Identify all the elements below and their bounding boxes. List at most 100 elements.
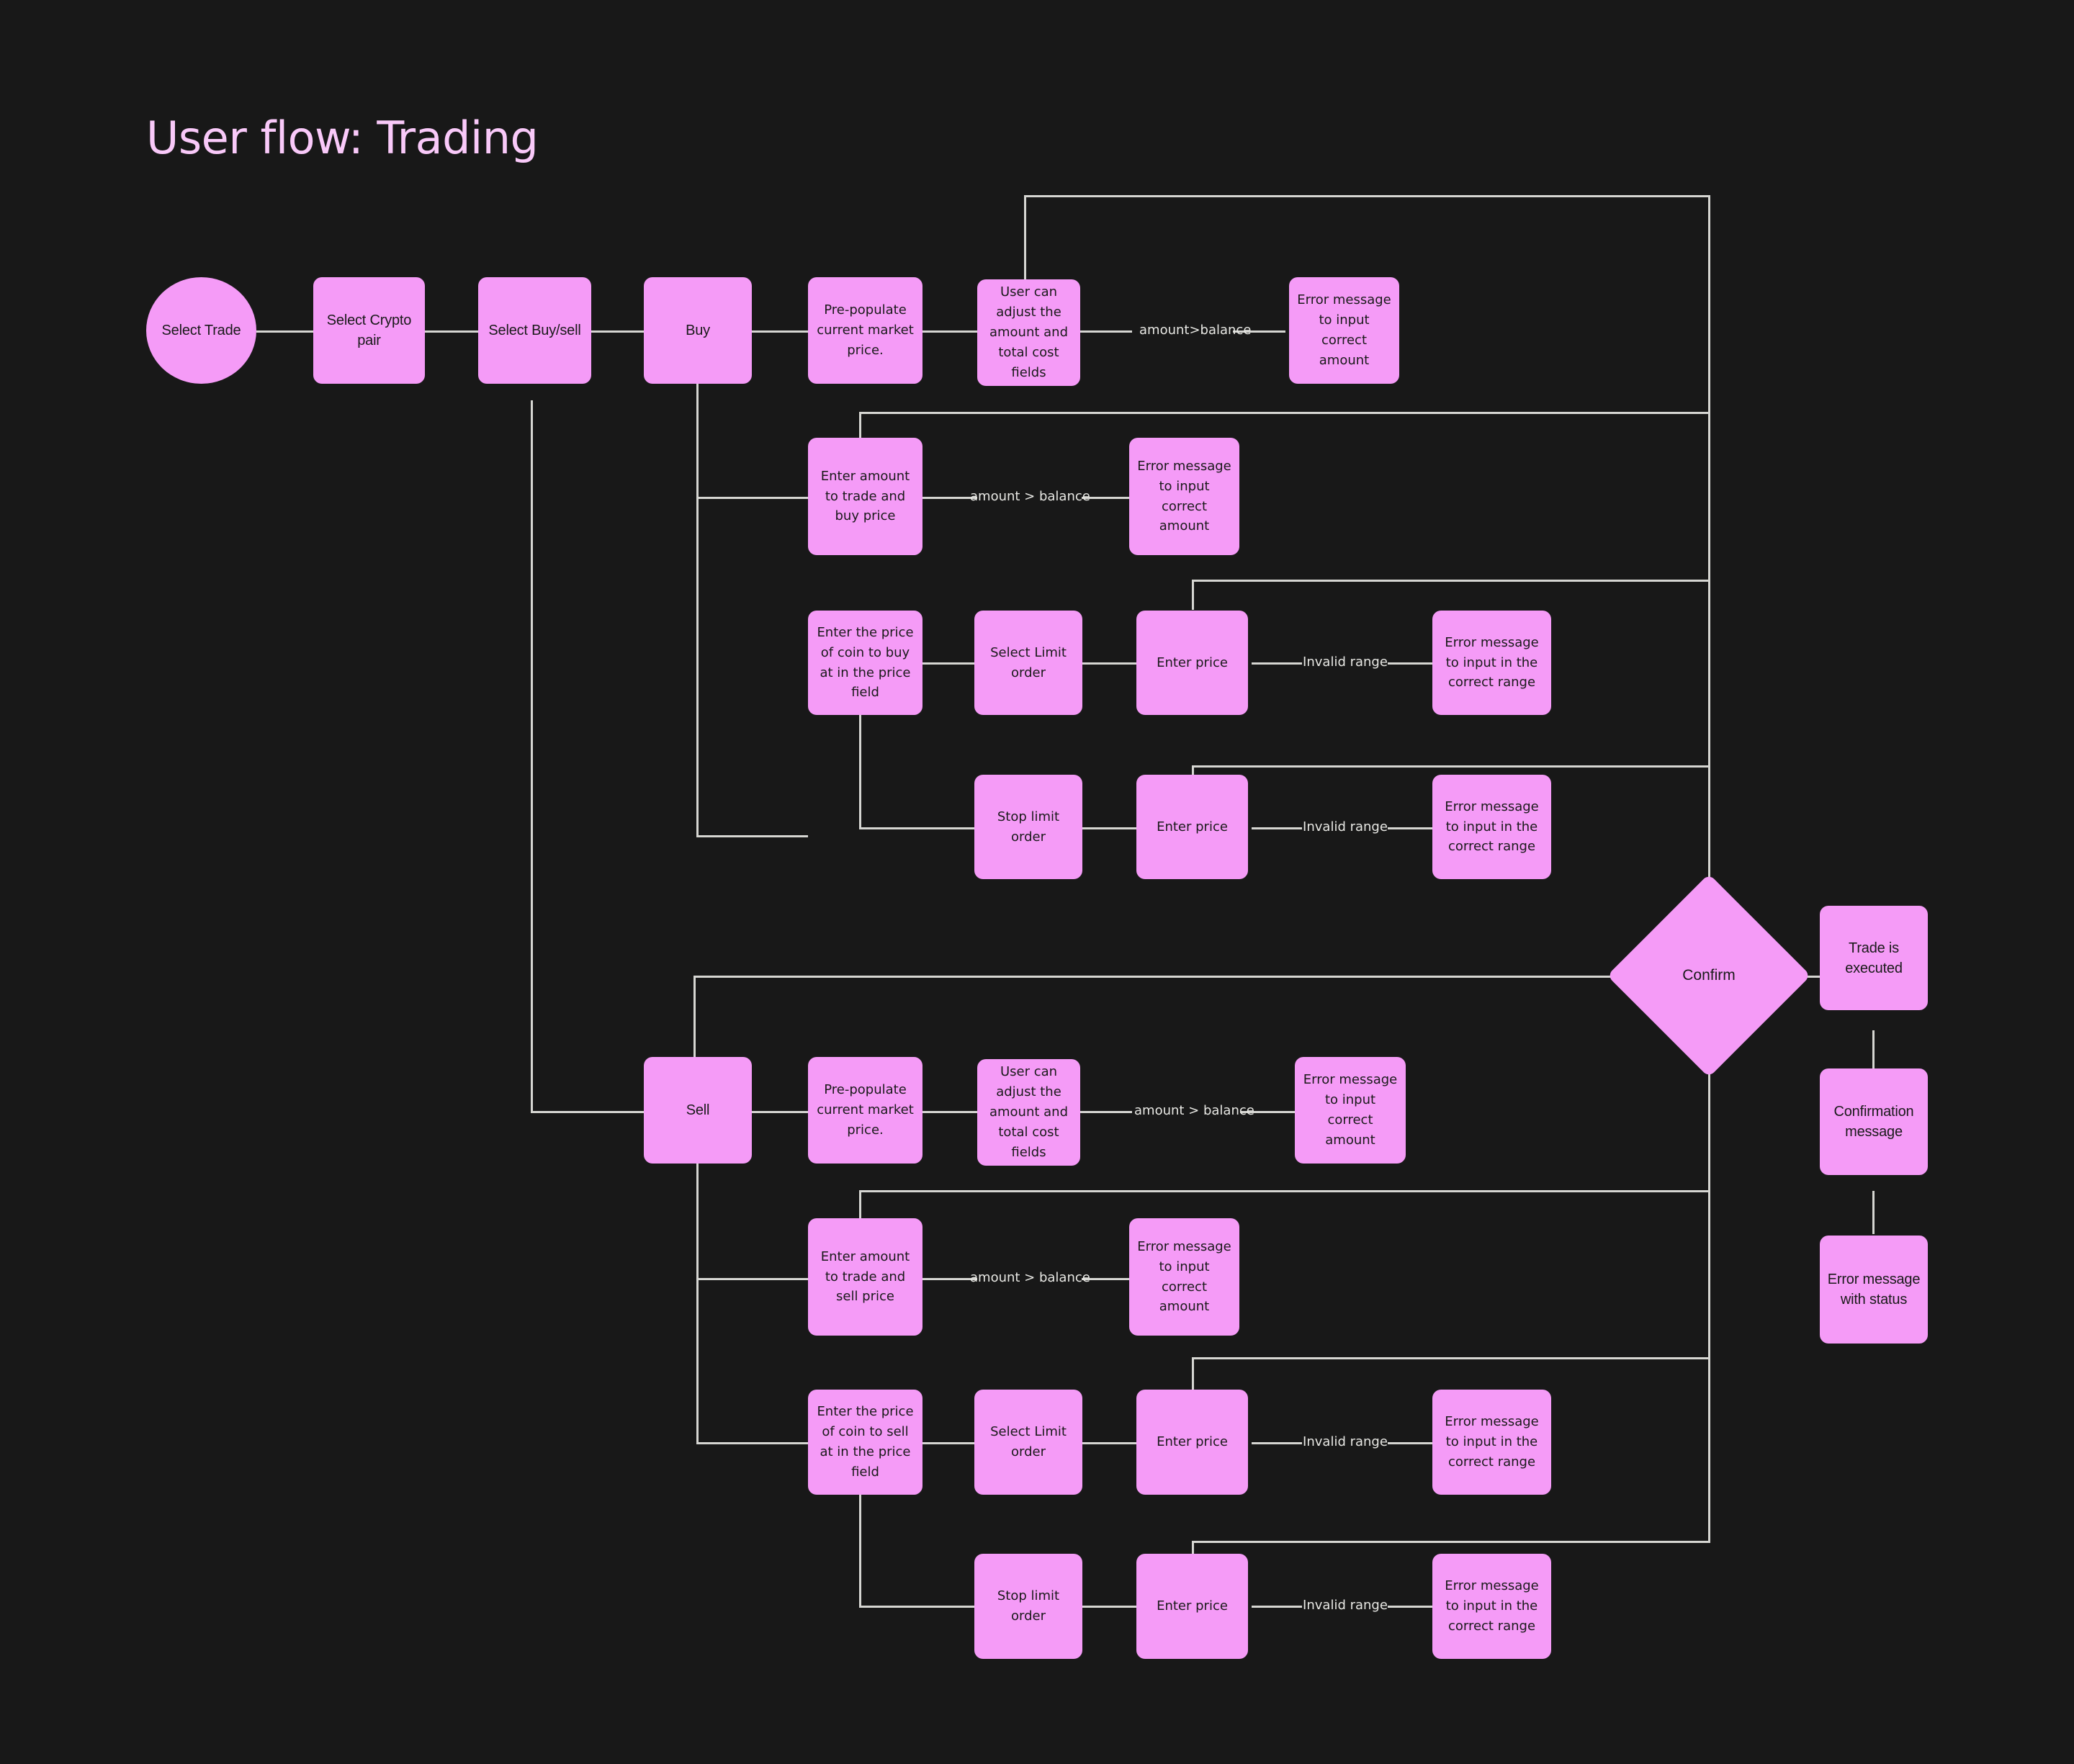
- connector-buysell-to-buy: [591, 330, 645, 333]
- connector-confirmation-to-error: [1872, 1191, 1875, 1234]
- node-sell-select-limit[interactable]: Select Limit order: [974, 1390, 1082, 1495]
- node-buy-select-limit[interactable]: Select Limit order: [974, 611, 1082, 715]
- connector-sell-enter-price-stop-to-invalid: [1252, 1606, 1302, 1608]
- node-confirm-label: Confirm: [1682, 966, 1736, 984]
- node-sell-stop-limit[interactable]: Stop limit order: [974, 1554, 1082, 1659]
- connector-sell-price-field-to-stop: [859, 1606, 974, 1608]
- edge-label-sell-amount-balance-2: amount > balance: [970, 1270, 1090, 1285]
- edge-label-buy-amount-balance-2: amount > balance: [970, 489, 1090, 504]
- edge-label-buy-invalid-range-limit: Invalid range: [1303, 654, 1388, 670]
- connector-sell-prepopulate-to-adjust: [922, 1111, 977, 1113]
- node-buy-user-adjust[interactable]: User can adjust the amount and total cos…: [977, 279, 1080, 386]
- connector-sell-invalid-to-error-range: [1388, 1442, 1438, 1444]
- node-confirm[interactable]: Confirm: [1607, 873, 1811, 1078]
- connector-limit-return: [1192, 580, 1710, 582]
- connector-enter-amount-up: [859, 412, 861, 439]
- connector-executed-to-confirmation: [1872, 1030, 1875, 1072]
- connector-limit-to-enter-price: [1082, 662, 1137, 665]
- connector-buysell-drop: [531, 400, 533, 1113]
- connector-sell-price-field-drop: [859, 1495, 861, 1607]
- node-sell-user-adjust[interactable]: User can adjust the amount and total cos…: [977, 1059, 1080, 1166]
- connector-enter-price-stop-to-invalid: [1252, 827, 1302, 829]
- edge-label-sell-amount-balance-1: amount > balance: [1134, 1103, 1254, 1118]
- connector-select-trade-to-pair: [256, 330, 314, 333]
- page-title: User flow: Trading: [146, 112, 539, 164]
- connector-sell-adjust-to-label: [1080, 1111, 1132, 1113]
- connector-label1-to-error1: [1233, 330, 1285, 333]
- node-sell-error-range-stop[interactable]: Error message to input in the correct ra…: [1432, 1554, 1551, 1659]
- edge-label-sell-invalid-range-stop: Invalid range: [1303, 1598, 1388, 1613]
- connector-prepopulate-to-adjust: [922, 330, 977, 333]
- connector-invalid-to-error-range: [1388, 662, 1438, 665]
- node-sell-enter-amount[interactable]: Enter amount to trade and sell price: [808, 1218, 922, 1336]
- node-buy-enter-price-limit[interactable]: Enter price: [1136, 611, 1248, 715]
- connector-sell-stop-return: [1192, 1541, 1710, 1543]
- connector-price-field-to-limit: [922, 662, 977, 665]
- connector-sell-to-price-field: [696, 1442, 808, 1444]
- connector-price-field-drop: [859, 715, 861, 828]
- node-buy-prepopulate[interactable]: Pre-populate current market price.: [808, 277, 922, 384]
- connector-adjust-to-label1: [1080, 330, 1132, 333]
- node-sell-enter-price-limit[interactable]: Enter price: [1136, 1390, 1248, 1495]
- connector-sell-row2-return: [859, 1190, 1710, 1192]
- connector-sell-stop-to-enter-price: [1082, 1606, 1137, 1608]
- node-sell-prepopulate[interactable]: Pre-populate current market price.: [808, 1057, 922, 1164]
- connector-row2-return: [859, 412, 1710, 414]
- connector-sell-enter-price-limit-up: [1192, 1357, 1194, 1390]
- node-buy-error-amount-1[interactable]: Error message to input correct amount: [1289, 277, 1399, 384]
- connector-sell-limit-to-enter-price: [1082, 1442, 1137, 1444]
- node-select-crypto-pair[interactable]: Select Crypto pair: [313, 277, 425, 384]
- connector-right-spine-lower: [1708, 979, 1710, 1541]
- connector-sell-price-field-to-limit: [922, 1442, 977, 1444]
- node-buy-enter-price-field[interactable]: Enter the price of coin to buy at in the…: [808, 611, 922, 715]
- connector-adjust-up: [1024, 195, 1026, 279]
- node-buy-stop-limit[interactable]: Stop limit order: [974, 775, 1082, 879]
- node-trade-executed[interactable]: Trade is executed: [1820, 906, 1928, 1010]
- node-buy-enter-price-stop[interactable]: Enter price: [1136, 775, 1248, 879]
- connector-buy-to-enter-price-field: [696, 835, 808, 837]
- node-buy-error-amount-2[interactable]: Error message to input correct amount: [1129, 438, 1239, 555]
- connector-buysell-to-sell: [531, 1111, 645, 1113]
- connector-buy-drop: [696, 383, 699, 837]
- node-buy[interactable]: Buy: [644, 277, 752, 384]
- edge-label-buy-amount-balance-1: amount>balance: [1139, 323, 1252, 338]
- connector-buy-to-prepopulate: [752, 330, 808, 333]
- connector-sell-to-prepopulate: [752, 1111, 808, 1113]
- node-select-trade[interactable]: Select Trade: [146, 277, 256, 384]
- edge-label-sell-invalid-range-limit: Invalid range: [1303, 1434, 1388, 1449]
- connector-enter-amount-to-label: [922, 497, 977, 499]
- node-confirmation-message[interactable]: Confirmation message: [1820, 1068, 1928, 1175]
- connector-sell-enter-amount-to-label: [922, 1278, 977, 1280]
- connector-enter-price-to-invalid: [1252, 662, 1302, 665]
- connector-sell-enter-amount-up: [859, 1190, 861, 1219]
- node-buy-error-range-limit[interactable]: Error message to input in the correct ra…: [1432, 611, 1551, 715]
- connector-sell-invalid-to-error-range-stop: [1388, 1606, 1438, 1608]
- connector-sell-drop: [696, 1156, 699, 1444]
- connector-pair-to-buysell: [425, 330, 482, 333]
- node-sell-enter-price-stop[interactable]: Enter price: [1136, 1554, 1248, 1659]
- connector-sell-up-to-confirm: [693, 976, 696, 1112]
- edge-label-buy-invalid-range-stop: Invalid range: [1303, 819, 1388, 834]
- connector-top-return: [1024, 195, 1710, 197]
- connector-sell-limit-return: [1192, 1357, 1710, 1359]
- connector-price-field-to-stop: [859, 827, 974, 829]
- node-sell-error-amount-1[interactable]: Error message to input correct amount: [1295, 1057, 1406, 1164]
- node-sell-enter-price-field[interactable]: Enter the price of coin to sell at in th…: [808, 1390, 922, 1495]
- node-sell-error-amount-2[interactable]: Error message to input correct amount: [1129, 1218, 1239, 1336]
- connector-sell-label-to-error: [1240, 1111, 1296, 1113]
- connector-invalid-to-error-range-stop: [1388, 827, 1438, 829]
- node-buy-enter-amount[interactable]: Enter amount to trade and buy price: [808, 438, 922, 555]
- node-error-message-status[interactable]: Error message with status: [1820, 1236, 1928, 1344]
- connector-buy-to-enter-amount: [696, 497, 808, 499]
- connector-sell-label-to-error2: [1082, 1278, 1133, 1280]
- connector-to-confirm: [693, 976, 1644, 978]
- connector-label-to-error2: [1082, 497, 1133, 499]
- connector-sell-enter-price-to-invalid: [1252, 1442, 1302, 1444]
- node-sell-error-range-limit[interactable]: Error message to input in the correct ra…: [1432, 1390, 1551, 1495]
- connector-sell-to-enter-amount: [696, 1278, 808, 1280]
- node-select-buy-sell[interactable]: Select Buy/sell: [478, 277, 591, 384]
- connector-right-spine-upper: [1708, 195, 1710, 915]
- node-buy-error-range-stop[interactable]: Error message to input in the correct ra…: [1432, 775, 1551, 879]
- node-sell[interactable]: Sell: [644, 1057, 752, 1164]
